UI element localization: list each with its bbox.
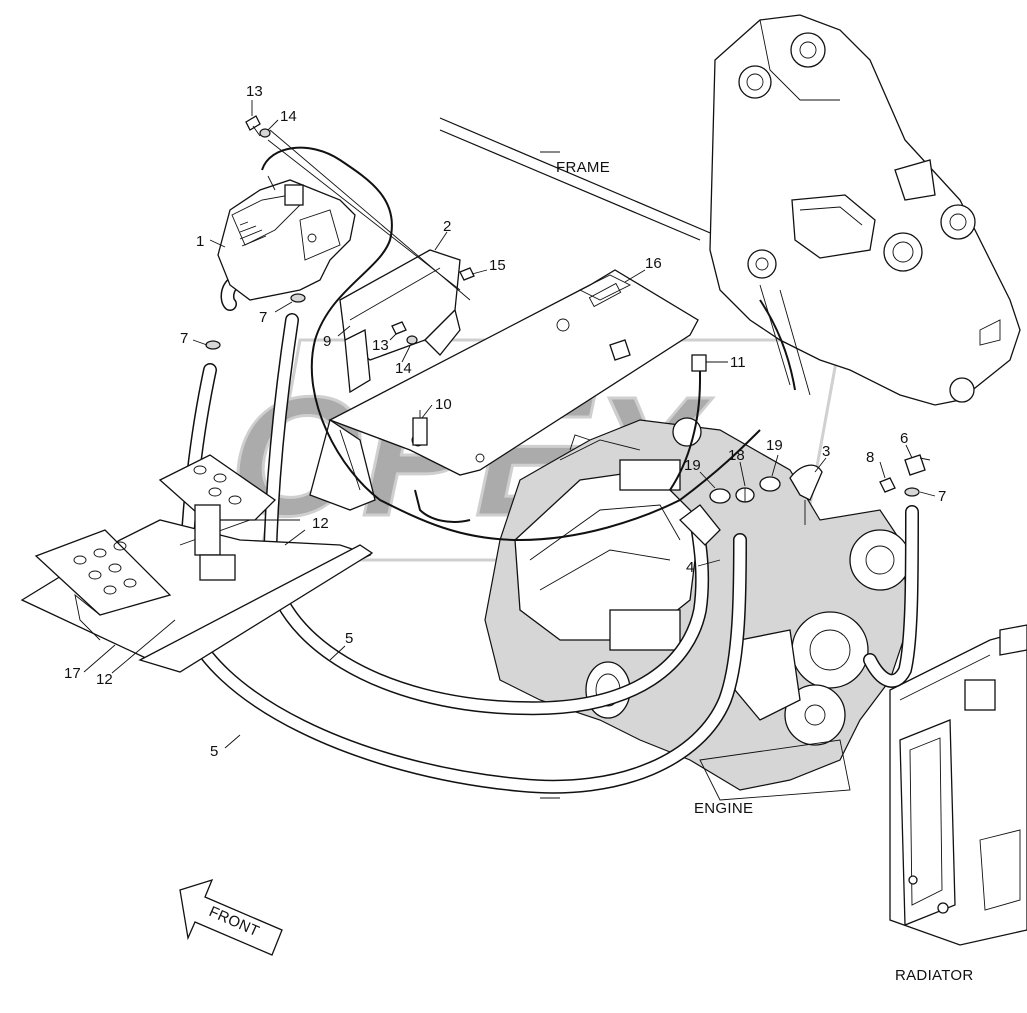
- callout-6: 6: [900, 430, 908, 447]
- caption-engine: ENGINE: [694, 800, 753, 817]
- callout-5-lower: 5: [210, 743, 218, 760]
- callout-9: 9: [323, 333, 331, 350]
- pedal-holes: [73, 465, 242, 595]
- callout-1: 1: [196, 233, 204, 250]
- callout-4: 4: [686, 559, 694, 576]
- callout-3: 3: [822, 443, 830, 460]
- callout-8: 8: [866, 449, 874, 466]
- callout-12-right: 12: [312, 515, 329, 532]
- callout-19-right: 19: [766, 437, 783, 454]
- radiator: [889, 624, 1027, 946]
- pedal-assembly: [20, 454, 374, 673]
- leader-lines: [83, 100, 936, 749]
- callout-12-left: 12: [96, 671, 113, 688]
- callout-10: 10: [435, 396, 452, 413]
- callout-18: 18: [728, 447, 745, 464]
- caption-radiator: RADIATOR: [895, 967, 974, 984]
- callout-7-left: 7: [180, 330, 188, 347]
- callout-7-right: 7: [938, 488, 946, 505]
- front-arrow: FRONT: [179, 878, 283, 956]
- callout-14-top: 14: [280, 108, 297, 125]
- callout-2: 2: [443, 218, 451, 235]
- heater-unit: [217, 175, 356, 301]
- callout-7-mid: 7: [259, 309, 267, 326]
- wiring: [261, 129, 796, 542]
- callout-16: 16: [645, 255, 662, 272]
- frame-structure: [439, 14, 1021, 406]
- callout-5-upper: 5: [345, 630, 353, 647]
- caption-frame: FRAME: [556, 159, 610, 176]
- callout-14-lower: 14: [395, 360, 412, 377]
- callout-13-top: 13: [246, 83, 263, 100]
- callout-15: 15: [489, 257, 506, 274]
- callout-11: 11: [730, 354, 746, 371]
- callout-19-left: 19: [684, 457, 701, 474]
- callout-17: 17: [64, 665, 81, 682]
- bracket-2: [339, 249, 461, 394]
- callout-13-lower: 13: [372, 337, 389, 354]
- callout-labels: 13 14 1 2 15 16 7 7 9 13 14 10 11 3 6 8 …: [64, 83, 946, 760]
